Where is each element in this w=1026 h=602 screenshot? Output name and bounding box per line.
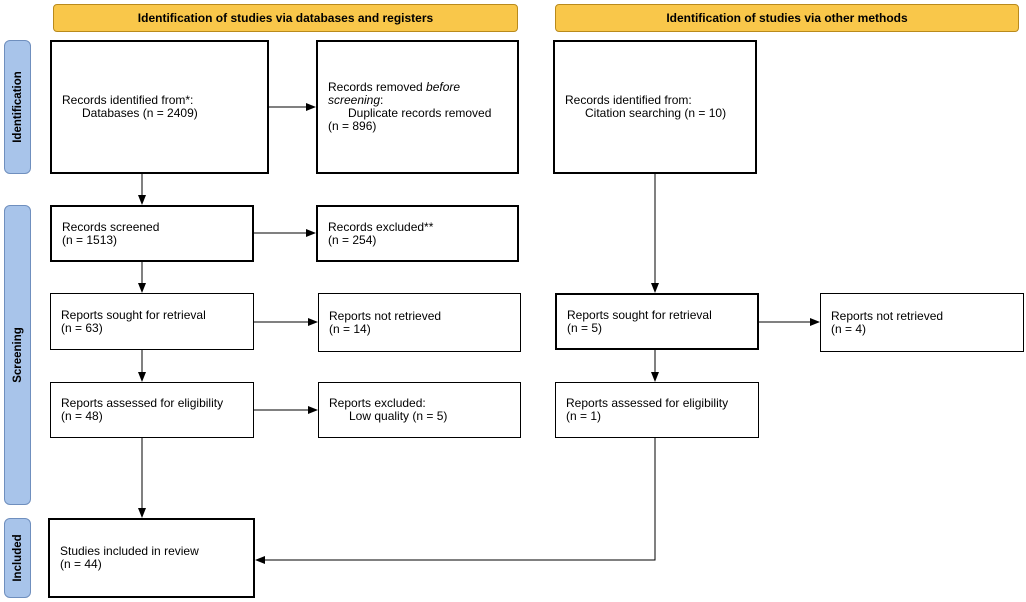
reports-not-retrieved-title: Reports not retrieved xyxy=(329,308,442,323)
reports-assessed-title: Reports assessed for eligibility xyxy=(61,396,224,410)
reports-assessed-box: Reports assessed for eligibility (n = 48… xyxy=(50,382,254,438)
records-screened-count: (n = 1513) xyxy=(62,232,118,247)
other-records-identified-title: Records identified from: xyxy=(565,93,692,107)
records-removed-title: Records removed before xyxy=(328,80,461,94)
reports-sought-count: (n = 63) xyxy=(61,320,103,335)
reports-assessed-count: (n = 48) xyxy=(61,409,103,423)
reports-sought-title: Reports sought for retrieval xyxy=(61,307,206,322)
records-identified-box: Records identified from*: Databases (n =… xyxy=(50,40,269,174)
other-reports-assessed-title: Reports assessed for eligibility xyxy=(566,396,729,410)
arrow-other-assessed-to-included xyxy=(255,438,656,564)
records-excluded-box: Records excluded** (n = 254) xyxy=(316,205,519,262)
identification-phase-label: Identification xyxy=(4,40,31,174)
other-reports-sought-title: Reports sought for retrieval xyxy=(567,307,712,322)
other-reports-not-retrieved-count: (n = 4) xyxy=(831,321,867,336)
studies-included-box: Studies included in review (n = 44) xyxy=(48,518,255,598)
records-identified-databases: Databases (n = 2409) xyxy=(82,106,198,120)
screening-phase-label: Screening xyxy=(4,205,31,505)
records-identified-title: Records identified from*: xyxy=(62,93,194,107)
citation-searching-count: Citation searching (n = 10) xyxy=(585,106,727,120)
other-reports-sought-count: (n = 5) xyxy=(567,320,603,335)
databases-header: Identification of studies via databases … xyxy=(53,4,518,32)
records-removed-title-cont: screening: xyxy=(328,93,384,107)
reports-not-retrieved-count: (n = 14) xyxy=(329,321,371,336)
studies-included-title: Studies included in review xyxy=(60,544,199,558)
other-reports-not-retrieved-title: Reports not retrieved xyxy=(831,308,944,323)
reports-excluded-title: Reports excluded: xyxy=(329,396,426,410)
reports-excluded-box: Reports excluded: Low quality (n = 5) xyxy=(318,382,521,438)
other-reports-not-retrieved-box: Reports not retrieved (n = 4) xyxy=(820,293,1024,352)
records-excluded-title: Records excluded** xyxy=(328,219,434,234)
records-screened-box: Records screened (n = 1513) xyxy=(50,205,254,262)
reports-sought-box: Reports sought for retrieval (n = 63) xyxy=(50,293,254,350)
included-phase-label: Included xyxy=(4,518,31,598)
records-removed-box: Records removed before screening: Duplic… xyxy=(316,40,519,174)
reports-not-retrieved-box: Reports not retrieved (n = 14) xyxy=(318,293,521,352)
other-reports-assessed-count: (n = 1) xyxy=(566,409,602,423)
records-excluded-count: (n = 254) xyxy=(328,232,377,247)
other-reports-sought-box: Reports sought for retrieval (n = 5) xyxy=(555,293,759,350)
low-quality-count: Low quality (n = 5) xyxy=(349,409,448,423)
other-records-identified-box: Records identified from: Citation search… xyxy=(553,40,757,174)
duplicate-records-label: Duplicate records removed xyxy=(348,106,492,120)
records-screened-title: Records screened xyxy=(62,219,160,234)
other-reports-assessed-box: Reports assessed for eligibility (n = 1) xyxy=(555,382,759,438)
other-methods-header: Identification of studies via other meth… xyxy=(555,4,1019,32)
studies-included-count: (n = 44) xyxy=(60,557,102,571)
duplicate-records-count: (n = 896) xyxy=(328,119,377,133)
